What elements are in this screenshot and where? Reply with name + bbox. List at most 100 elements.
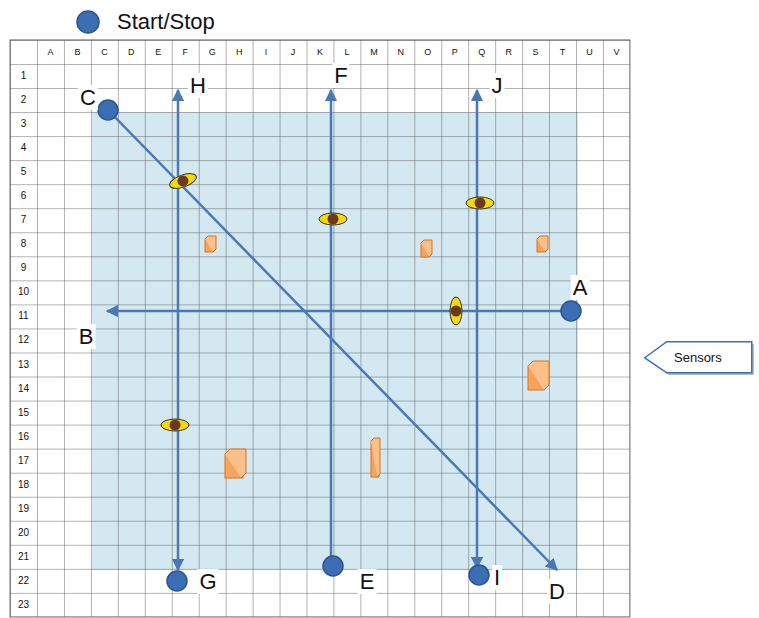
column-letter-cell: P: [452, 48, 458, 57]
column-letter: G: [209, 47, 216, 57]
row-number: 23: [18, 599, 29, 610]
row-number-cell: 1: [21, 71, 27, 81]
callout-text: Sensors: [674, 351, 744, 364]
row-number: 19: [18, 503, 29, 514]
legend-entry: Start/Stop: [117, 11, 215, 33]
row-number-cell: 11: [18, 311, 28, 321]
column-letter: E: [155, 47, 161, 57]
point-letter: H: [188, 73, 208, 98]
point-letter: F: [332, 63, 349, 88]
row-number: 12: [18, 334, 29, 345]
point-letter: E: [358, 569, 377, 594]
row-number-cell: 3: [21, 119, 27, 129]
column-letter: P: [452, 47, 458, 57]
column-letter-cell: D: [128, 48, 135, 57]
column-letter-cell: H: [236, 48, 243, 57]
row-number: 5: [21, 166, 27, 177]
column-letter: O: [424, 47, 431, 57]
row-number: 9: [21, 262, 27, 273]
column-letter-cell: C: [101, 48, 108, 57]
row-number: 6: [21, 190, 27, 201]
row-number: 18: [18, 479, 29, 490]
column-letter: S: [533, 47, 539, 57]
row-number: 16: [18, 431, 29, 442]
row-number: 22: [18, 575, 29, 586]
row-number-cell: 8: [21, 239, 27, 249]
point-letter-cell: J: [490, 75, 505, 97]
point-letter: C: [78, 85, 98, 110]
point-letter: I: [492, 565, 502, 590]
row-number: 2: [21, 94, 27, 105]
start-stop-dots: [98, 100, 581, 591]
point-letter: D: [547, 579, 567, 604]
column-letter: M: [370, 47, 378, 57]
column-letter-cell: B: [74, 48, 80, 57]
column-letter-cell: T: [560, 48, 566, 57]
column-letter-cell: F: [182, 48, 188, 57]
row-number-cell: 21: [18, 552, 29, 562]
row-number-cell: 4: [21, 143, 27, 153]
point-letter-cell: A: [571, 277, 590, 299]
column-letter-cell: L: [344, 48, 349, 57]
row-number: 21: [18, 551, 29, 562]
row-number-cell: 12: [18, 335, 29, 345]
row-number: 3: [21, 118, 27, 129]
row-number-cell: 18: [18, 480, 29, 490]
row-number: 4: [21, 142, 27, 153]
row-number-cell: 22: [18, 576, 29, 586]
row-number: 20: [18, 527, 29, 538]
column-letter-cell: I: [265, 48, 268, 57]
column-letter: B: [74, 47, 80, 57]
row-number: 7: [21, 214, 27, 225]
column-letter: D: [128, 47, 135, 57]
column-letter: C: [101, 47, 108, 57]
sensor-callout: Sensors: [644, 341, 752, 373]
row-number: 14: [18, 383, 29, 394]
row-number: 11: [18, 310, 28, 321]
column-letter-cell: N: [398, 48, 405, 57]
row-number: 10: [18, 286, 29, 297]
legend-marker: [77, 11, 99, 33]
row-number-cell: 9: [21, 263, 27, 273]
point-letter: A: [571, 275, 590, 300]
column-letter: I: [265, 47, 268, 57]
row-number-cell: 6: [21, 191, 27, 201]
point-letter-cell: D: [547, 581, 567, 603]
point-letter-cell: F: [332, 65, 349, 87]
point-letter-cell: B: [77, 326, 96, 348]
point-letter-cell: G: [197, 571, 218, 593]
point-letter: J: [490, 73, 505, 98]
column-letter: A: [47, 47, 53, 57]
row-number-cell: 15: [18, 408, 29, 418]
row-number-cell: 17: [18, 456, 29, 466]
column-letter-cell: M: [370, 48, 378, 57]
point-letter-cell: I: [492, 567, 502, 589]
column-letter-cell: K: [317, 48, 323, 57]
row-number-cell: 13: [18, 360, 29, 370]
row-number-cell: 16: [18, 432, 29, 442]
column-letter: T: [560, 47, 566, 57]
column-letter: V: [613, 47, 619, 57]
point-letter: B: [77, 324, 96, 349]
column-letter: K: [317, 47, 323, 57]
column-letter: R: [505, 47, 512, 57]
column-letter-cell: V: [613, 48, 619, 57]
row-number-cell: 14: [18, 384, 29, 394]
column-letter: J: [291, 47, 296, 57]
row-number-cell: 5: [21, 167, 27, 177]
row-number: 13: [18, 359, 29, 370]
obstacle-boxes: [205, 236, 549, 478]
point-letter-cell: C: [78, 87, 98, 109]
column-letter-cell: Q: [478, 48, 485, 57]
row-number-cell: 23: [18, 600, 29, 610]
column-letter-cell: R: [505, 48, 512, 57]
row-number-cell: 20: [18, 528, 29, 538]
grid: [10, 40, 630, 617]
column-letter: F: [182, 47, 188, 57]
person-icons: [161, 171, 494, 431]
column-letter-cell: A: [47, 48, 53, 57]
column-letter: H: [236, 47, 243, 57]
column-letter: N: [398, 47, 405, 57]
